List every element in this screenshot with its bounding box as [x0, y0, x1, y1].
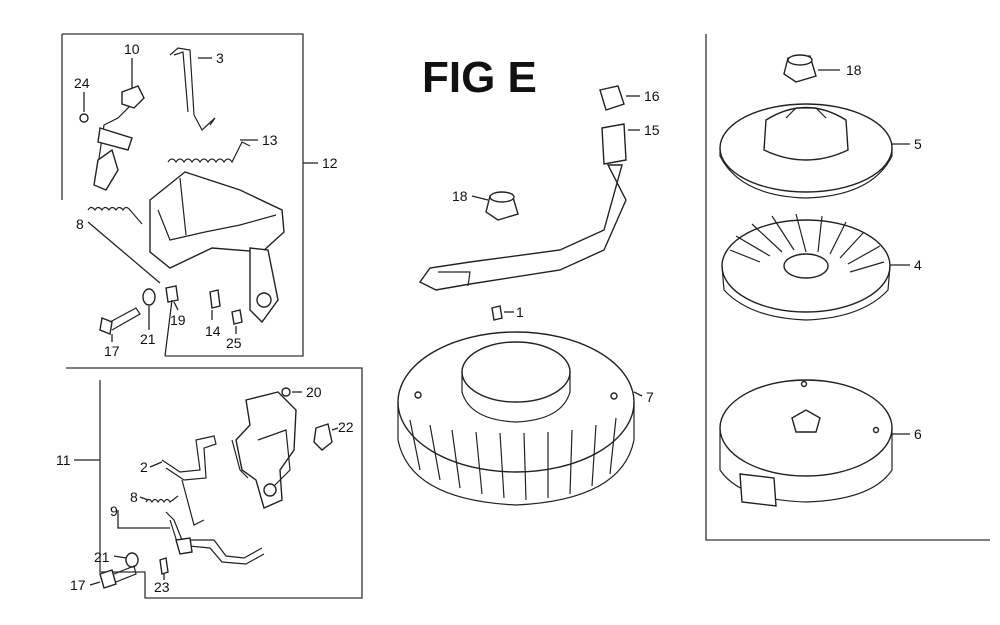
callout-21-lower: 21	[94, 549, 110, 565]
callout-17-upper: 17	[104, 343, 120, 359]
figure-title: FIG E	[422, 53, 537, 102]
callout-5: 5	[914, 136, 922, 152]
callout-8-upper: 8	[76, 216, 84, 232]
callout-8-lower: 8	[130, 489, 138, 505]
callout-3: 3	[216, 50, 224, 66]
callout-19: 19	[170, 312, 186, 328]
ignition-coil-15	[418, 85, 627, 291]
starter-pulley-5	[719, 103, 893, 199]
callout-15: 15	[644, 122, 660, 138]
nut-18-center	[485, 191, 519, 221]
fan-4	[721, 213, 891, 321]
key-1	[491, 305, 503, 321]
callout-18-center: 18	[452, 188, 468, 204]
callout-17-lower: 17	[70, 577, 86, 593]
callout-22: 22	[338, 419, 354, 435]
frame-flywheel-set	[705, 34, 990, 541]
flywheel-7	[397, 331, 635, 506]
callout-13: 13	[262, 132, 278, 148]
callout-20: 20	[306, 384, 322, 400]
callout-23: 23	[154, 579, 170, 595]
callout-11: 11	[56, 452, 71, 468]
frame-governor-assembly-12	[62, 33, 304, 357]
frame-governor-assembly-11	[66, 367, 363, 599]
callout-18-right: 18	[846, 62, 862, 78]
governor-arm-assembly-12	[79, 47, 285, 357]
callout-21-upper: 21	[140, 331, 156, 347]
nut-18-right	[783, 54, 817, 83]
callout-16: 16	[644, 88, 660, 104]
callout-10: 10	[124, 41, 140, 57]
callout-9: 9	[110, 503, 118, 519]
governor-arm-assembly-11	[99, 387, 333, 589]
callout-14: 14	[205, 323, 221, 339]
callout-24: 24	[74, 75, 90, 91]
callout-1: 1	[516, 304, 524, 320]
callout-4: 4	[914, 257, 922, 273]
callout-25: 25	[226, 335, 242, 351]
fan-cover-6	[719, 379, 893, 507]
callout-12: 12	[322, 155, 338, 171]
callout-2: 2	[140, 459, 148, 475]
callout-7: 7	[646, 389, 654, 405]
callout-6: 6	[914, 426, 922, 442]
